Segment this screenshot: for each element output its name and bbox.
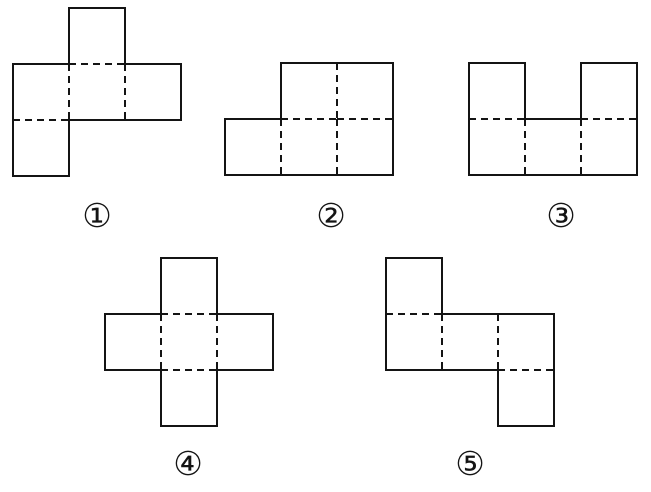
figure-5-net	[385, 257, 555, 427]
figure-4-net	[104, 257, 274, 427]
figure-1	[12, 7, 182, 177]
figure-3-label: ③	[546, 196, 576, 235]
square-face	[581, 119, 637, 175]
square-face	[469, 119, 525, 175]
square-face	[281, 63, 337, 119]
square-face	[13, 64, 69, 120]
figure-3	[468, 62, 638, 176]
square-face	[105, 314, 161, 370]
figure-1-label: ①	[82, 196, 112, 235]
square-face	[469, 63, 525, 119]
square-face	[161, 258, 217, 314]
figure-2-net	[224, 62, 394, 176]
figure-2-label: ②	[316, 196, 346, 235]
square-face	[581, 63, 637, 119]
square-face	[281, 119, 337, 175]
square-face	[498, 314, 554, 370]
square-face	[161, 314, 217, 370]
square-face	[386, 258, 442, 314]
figure-1-net	[12, 7, 182, 177]
figure-5	[385, 257, 555, 427]
figure-4	[104, 257, 274, 427]
square-face	[217, 314, 273, 370]
square-face	[386, 314, 442, 370]
square-face	[525, 119, 581, 175]
square-face	[161, 370, 217, 426]
square-face	[337, 63, 393, 119]
square-face	[125, 64, 181, 120]
square-face	[442, 314, 498, 370]
square-face	[225, 119, 281, 175]
figure-2	[224, 62, 394, 176]
figure-5-label: ⑤	[455, 444, 485, 483]
square-face	[69, 64, 125, 120]
figure-3-net	[468, 62, 638, 176]
square-face	[69, 8, 125, 64]
figure-4-label: ④	[173, 444, 203, 483]
square-face	[337, 119, 393, 175]
square-face	[13, 120, 69, 176]
square-face	[498, 370, 554, 426]
